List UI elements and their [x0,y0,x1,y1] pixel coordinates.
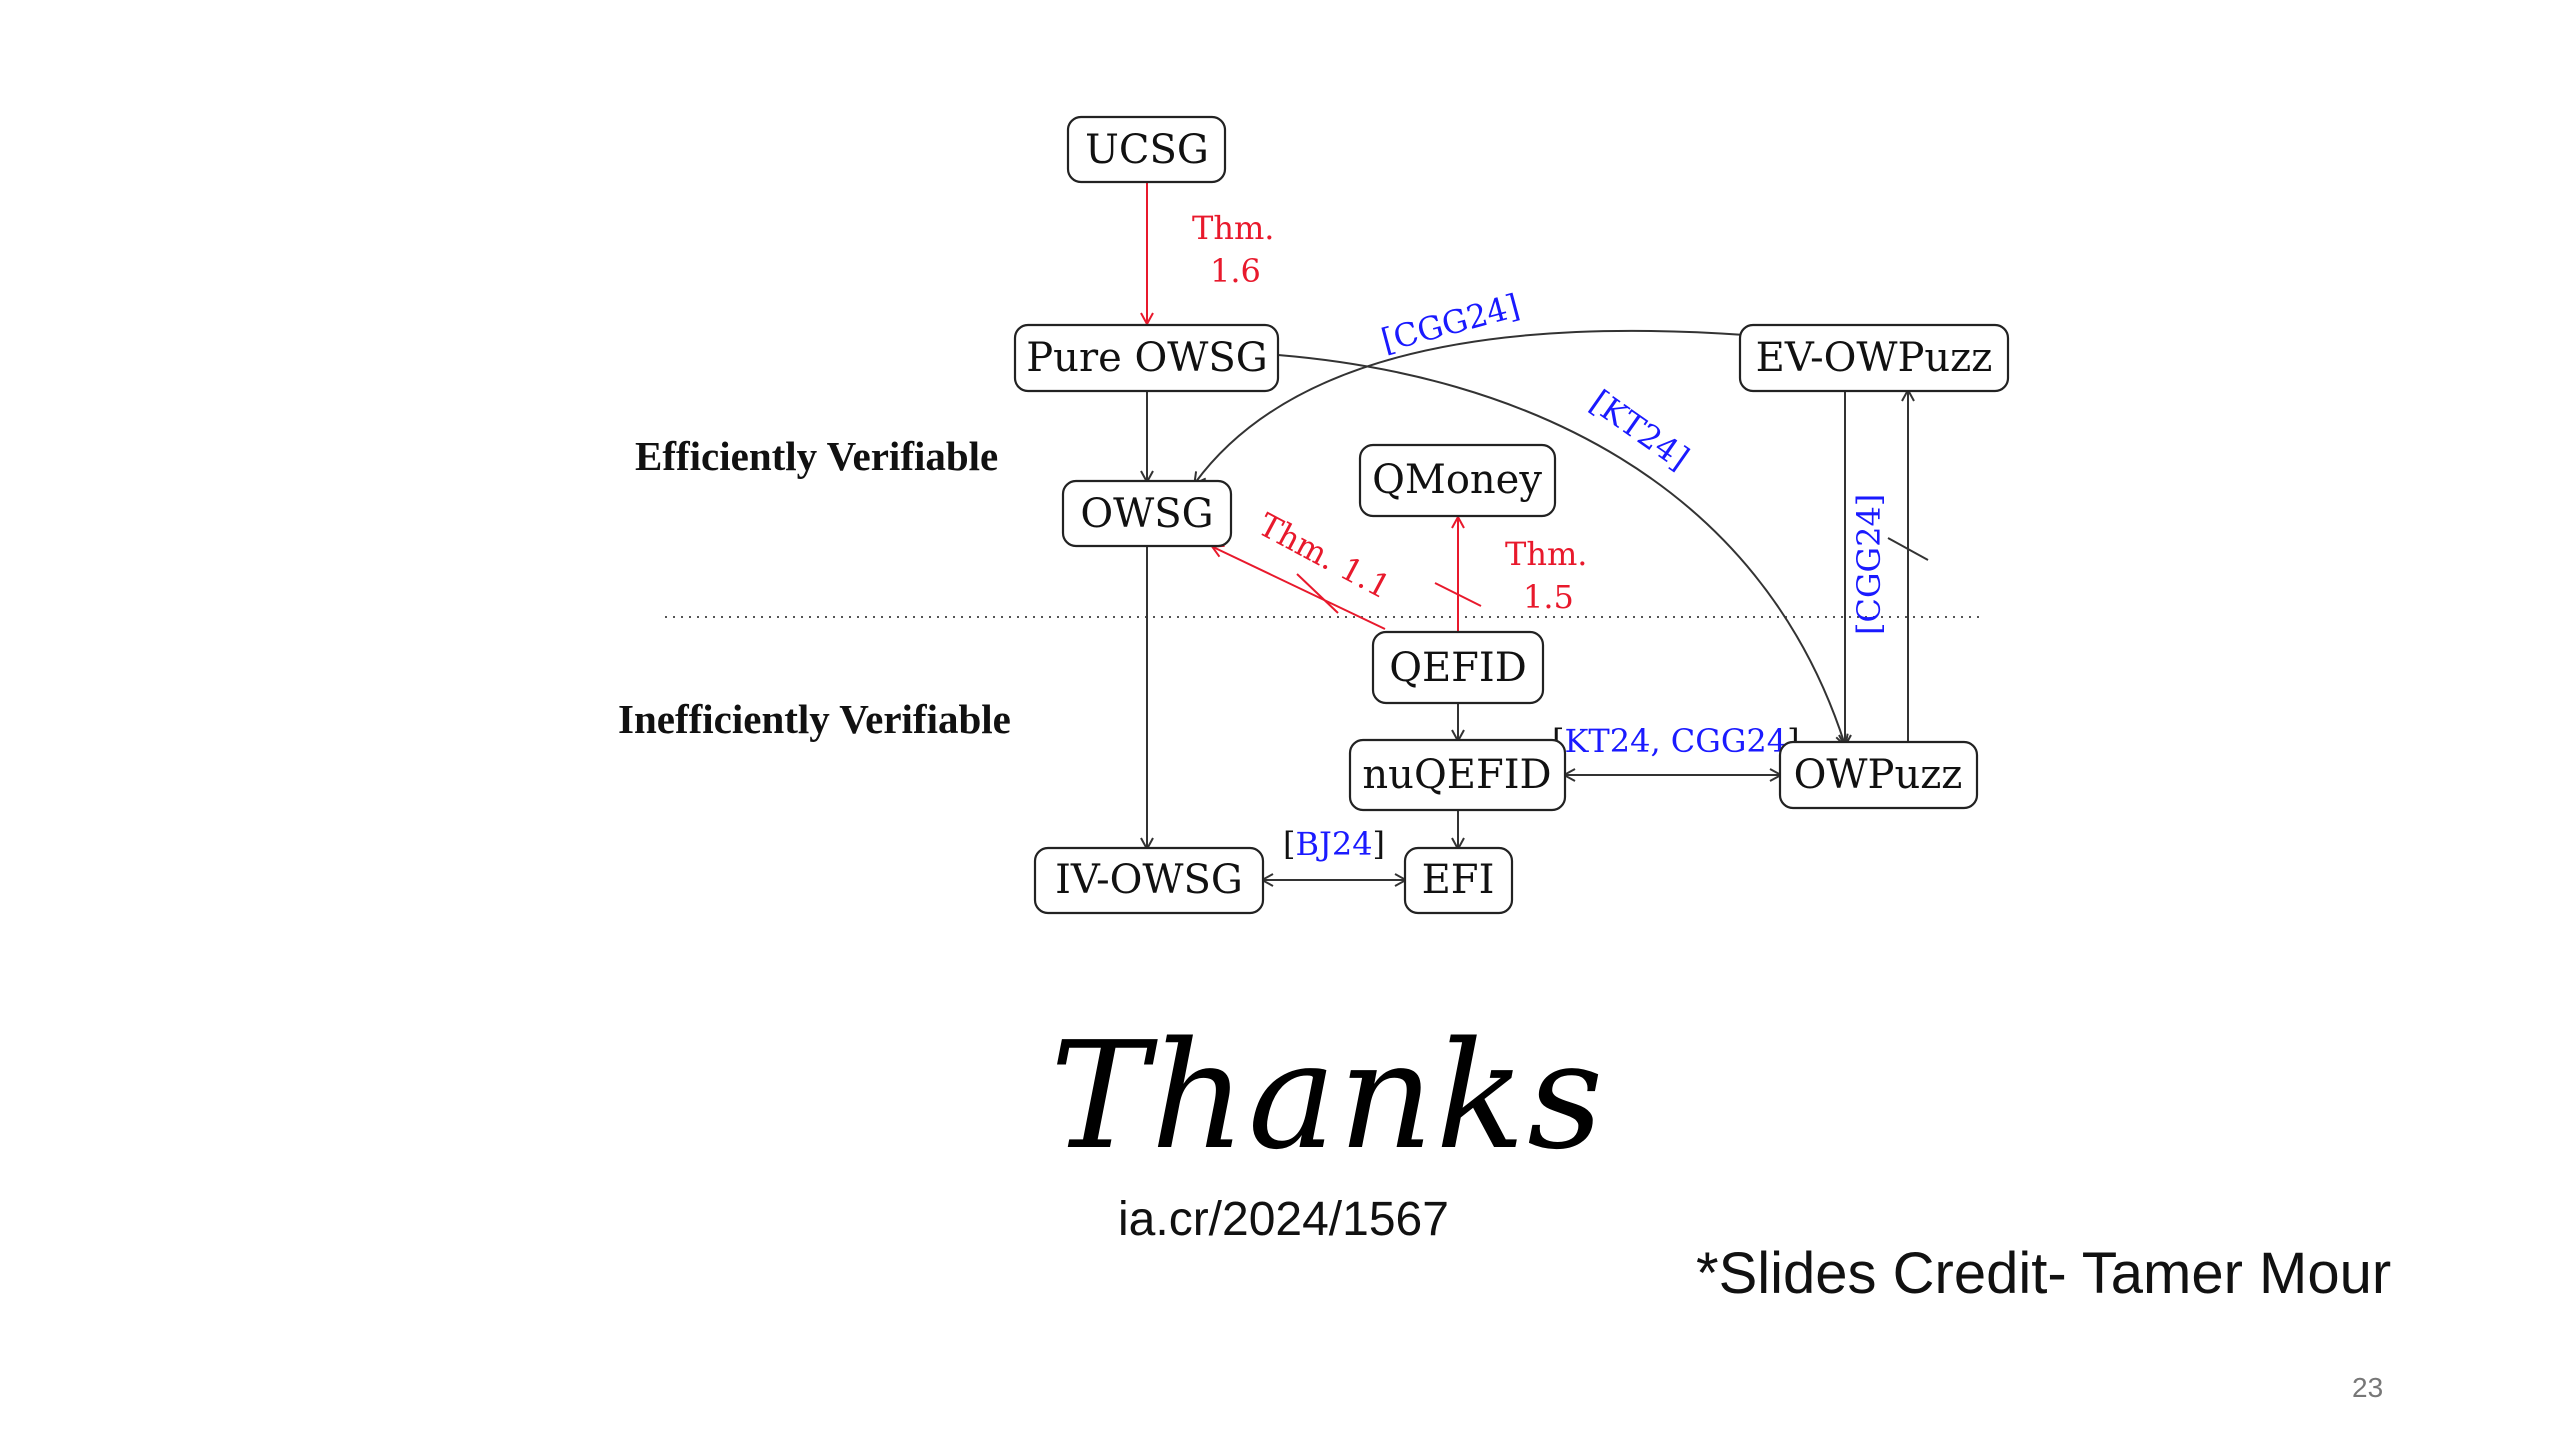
kt24-curve-citation: [KT24] [1583,382,1696,477]
edge-ev-owpuzz-to-owsg [1195,329,1746,483]
node-pure-owsg-label: Pure OWSG [1026,335,1267,381]
separation-cross-thm-1-1 [1296,573,1339,614]
thm-1-6-label-line1: Thm. [1192,209,1274,247]
paper-link: ia.cr/2024/1567 [1118,1193,1449,1246]
slides-credit: *Slides Credit- Tamer Mour [1696,1241,2392,1306]
cgg24-vertical-citation: [CGG24] [1850,494,1888,635]
node-qefid: QEFID [1371,630,1545,705]
node-owsg-label: OWSG [1080,491,1213,537]
separation-cross-cgg24 [1887,537,1929,561]
kt24-cgg24-citation: [KT24, CGG24] [1552,722,1800,760]
bj24-close-bracket: ] [1373,825,1385,863]
edge-qefid-to-owsg [1213,547,1386,630]
thm-1-5-label-line2: 1.5 [1523,578,1574,616]
node-iv-owsg: IV-OWSG [1033,846,1265,915]
separation-cross-thm-1-5 [1434,582,1482,607]
bj24-text: BJ24 [1295,825,1372,863]
node-owpuzz-label: OWPuzz [1794,752,1963,798]
cgg24-top-citation: [CGG24] [1377,286,1523,359]
node-iv-owsg-label: IV-OWSG [1055,857,1243,903]
node-efi: EFI [1403,846,1514,915]
node-nuqefid-label: nuQEFID [1362,752,1551,798]
thm-1-6-label-line2: 1.6 [1210,252,1261,290]
edge-pure-owsg-to-owpuzz [1277,354,1845,745]
node-efi-label: EFI [1422,857,1495,903]
node-pure-owsg: Pure OWSG [1013,323,1280,393]
node-ucsg: UCSG [1066,115,1227,184]
node-ev-owpuzz-label: EV-OWPuzz [1756,335,1993,381]
inefficiently-verifiable-label: Inefficiently Verifiable [618,696,1011,742]
node-owpuzz: OWPuzz [1778,740,1979,810]
node-nuqefid: nuQEFID [1348,738,1567,812]
thm-1-1-label: Thm. 1.1 [1252,506,1397,607]
node-owsg: OWSG [1061,479,1233,548]
node-qmoney-label: QMoney [1372,457,1542,503]
node-ucsg-label: UCSG [1085,127,1209,173]
page-number: 23 [2352,1372,2384,1403]
efficiently-verifiable-label: Efficiently Verifiable [635,433,998,479]
thm-1-5-label-line1: Thm. [1505,535,1587,573]
bj24-citation: [BJ24] [1283,825,1385,863]
node-ev-owpuzz: EV-OWPuzz [1738,323,2010,393]
thanks-heading: Thanks [1050,1010,1606,1182]
node-qefid-label: QEFID [1389,645,1527,691]
bj24-open-bracket: [ [1283,825,1295,863]
kt24-cgg24-text: KT24, CGG24 [1564,722,1787,760]
node-qmoney: QMoney [1358,443,1557,518]
